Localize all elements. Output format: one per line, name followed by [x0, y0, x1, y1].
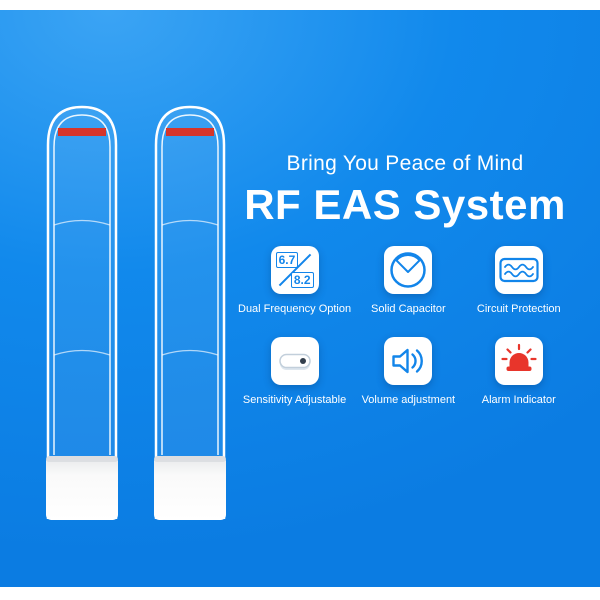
pedestal-base	[154, 456, 226, 520]
alarm-indicator-icon	[501, 343, 537, 371]
feature-dual-frequency: 6.7 8.2 Dual Frequency Option	[238, 246, 351, 315]
eas-antenna-pedestal-right	[154, 105, 226, 520]
pedestal-red-stripe	[166, 128, 214, 136]
feature-label: Volume adjustment	[361, 394, 456, 406]
feature-icon-card	[494, 337, 543, 385]
feature-label: Sensitivity Adjustable	[242, 394, 347, 406]
pedestal-seam	[53, 219, 111, 226]
pedestal-seam	[161, 219, 219, 226]
solid-capacitor-icon	[390, 252, 427, 288]
hero-text-block: Bring You Peace of Mind RF EAS System	[238, 152, 572, 229]
pedestal-outline	[154, 105, 226, 519]
feature-solid-capacitor: Solid Capacitor	[355, 246, 461, 315]
feature-alarm-indicator: Alarm Indicator	[466, 337, 572, 406]
feature-label: Circuit Protection	[476, 303, 561, 315]
feature-icon-card	[384, 246, 433, 294]
hero-tagline: Bring You Peace of Mind	[286, 152, 524, 175]
pedestal-base-edge	[46, 456, 118, 462]
pedestal-seam	[161, 349, 219, 356]
feature-label: Alarm Indicator	[481, 394, 556, 406]
dual-frequency-icon: 6.7 8.2	[275, 251, 314, 289]
frequency-value-bottom: 8.2	[290, 272, 314, 288]
feature-icon-card	[270, 337, 319, 385]
pedestal-outline	[46, 105, 118, 519]
pedestal-seam	[53, 349, 111, 356]
feature-grid: 6.7 8.2 Dual Frequency Option Solid Capa…	[238, 246, 572, 406]
feature-volume-adjustment: Volume adjustment	[355, 337, 461, 406]
feature-icon-card: 6.7 8.2	[270, 246, 319, 294]
feature-icon-card	[494, 246, 543, 294]
frequency-value-top: 6.7	[275, 252, 299, 268]
circuit-protection-icon	[499, 257, 539, 283]
volume-adjustment-icon	[392, 348, 424, 374]
feature-label: Solid Capacitor	[371, 303, 446, 315]
pedestal-inner-outline	[53, 114, 111, 455]
eas-antenna-pedestal-left	[46, 105, 118, 520]
feature-circuit-protection: Circuit Protection	[466, 246, 572, 315]
feature-icon-card	[384, 337, 433, 385]
page-title: RF EAS System	[244, 181, 566, 228]
sensitivity-adjustable-icon	[278, 353, 311, 370]
feature-sensitivity-adjustable: Sensitivity Adjustable	[238, 337, 351, 406]
pedestal-inner-outline	[161, 114, 219, 455]
pedestal-base	[46, 456, 118, 520]
pedestal-red-stripe	[58, 128, 106, 136]
pedestal-base-edge	[154, 456, 226, 462]
feature-label: Dual Frequency Option	[238, 303, 352, 315]
